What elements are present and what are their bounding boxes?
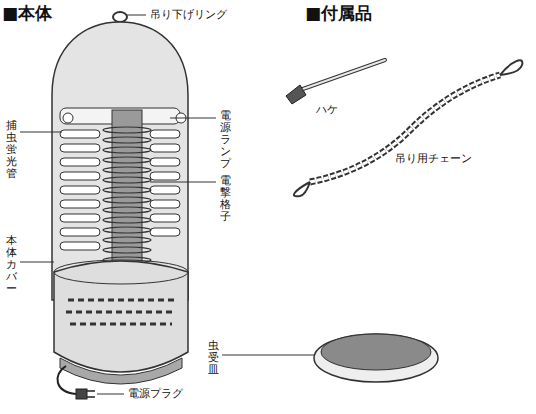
section-heading: ■本体	[2, 3, 52, 23]
part-name: 吊り用チェーン	[395, 152, 472, 165]
part-name: 電撃格子	[220, 175, 231, 223]
section-heading: ■付属品	[305, 3, 372, 23]
power-cord	[57, 366, 76, 394]
electric-grid	[103, 127, 151, 273]
power-plug	[76, 389, 87, 399]
part-name: 電源ランプ	[220, 110, 231, 170]
insect-tray-in-body	[60, 358, 182, 384]
part-name: ハケ	[316, 103, 338, 116]
bowl-holes	[66, 300, 176, 324]
part-name: 電源プラグ	[128, 387, 183, 400]
part-name: 吊り下げリング	[150, 8, 227, 21]
leader-lines	[20, 15, 315, 394]
part-name: 虫受皿	[208, 340, 219, 376]
bolt	[63, 113, 73, 123]
part-name: 本体カバー	[6, 235, 17, 295]
bottom-bowl	[54, 261, 188, 372]
brush	[286, 60, 385, 104]
body-cover	[52, 22, 188, 300]
hanging-ring	[113, 12, 127, 22]
insect-tray	[314, 334, 438, 382]
bowl-rim	[54, 260, 188, 284]
chain	[294, 60, 522, 196]
part-name: 捕虫蛍光管	[6, 120, 17, 180]
